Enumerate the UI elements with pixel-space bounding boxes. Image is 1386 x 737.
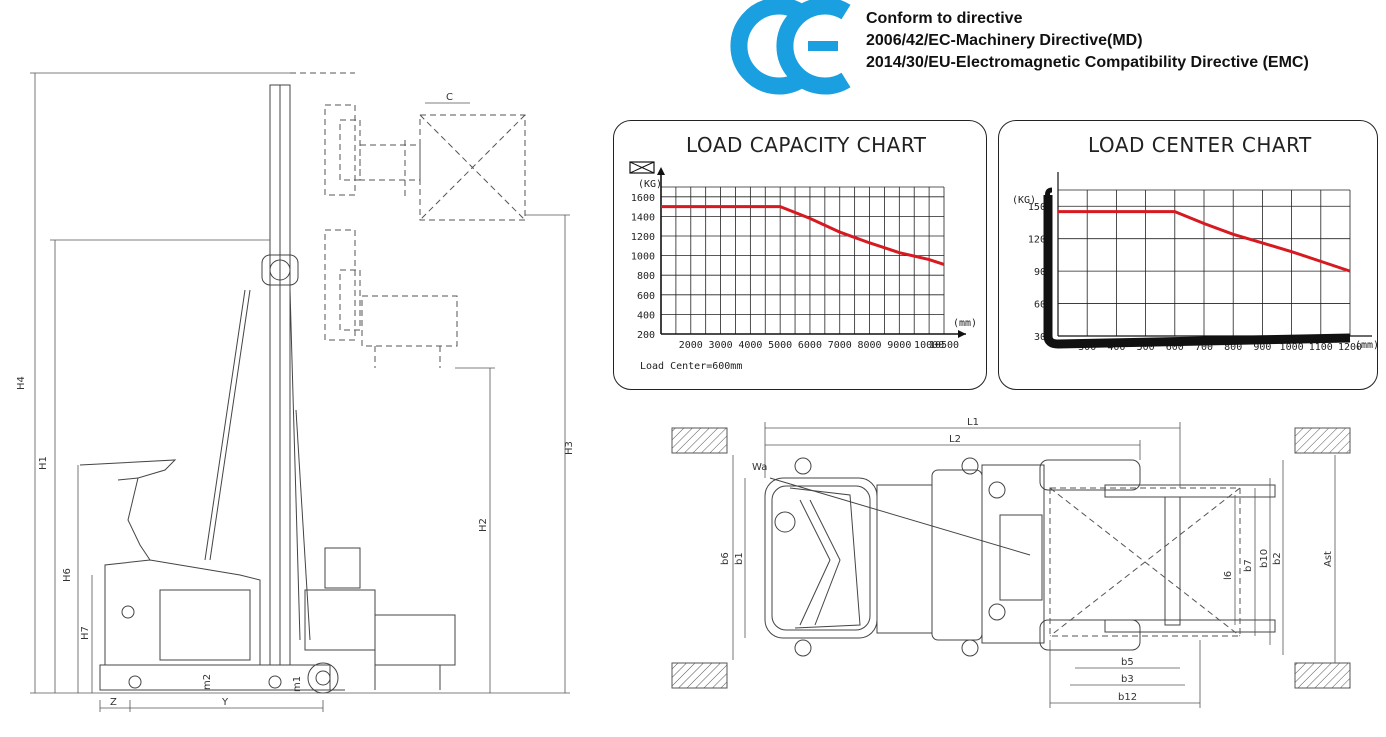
load-center-note: Load Center=600mm [640,361,742,372]
x-tick-label: 800 [1224,342,1242,353]
x-axis-label: (mm) [1355,340,1379,351]
dim-m2: m2 [202,674,213,690]
load-capacity-title: LOAD CAPACITY CHART [686,133,927,157]
dim-l2: L2 [949,434,961,445]
y-axis-label: (KG) [1012,195,1036,206]
wall-top-right [1294,427,1351,454]
capacity-curve [661,205,945,266]
x-tick-label: 10500 [929,340,959,351]
dim-b10: b10 [1259,549,1270,568]
x-tick-label: 7000 [828,340,852,351]
y-tick-label: 200 [637,330,655,341]
fork-tip [1045,187,1053,199]
load-box-icon [629,161,655,174]
cert-line-2: 2006/42/EC-Machinery Directive(MD) [866,32,1143,49]
y-axis-label: (KG) [638,179,662,190]
chart-grid [661,186,945,335]
dim-h4: H4 [16,376,27,390]
x-tick-label: 5000 [768,340,792,351]
dim-b1: b1 [734,552,745,565]
x-tick-label: 400 [1107,342,1125,353]
y-tick-label: 1600 [631,193,655,204]
capacity-curve [1058,210,1351,273]
dim-h1: H1 [38,456,49,470]
x-tick-label: 700 [1195,342,1213,353]
x-tick-label: 6000 [798,340,822,351]
x-tick-label: 1100 [1309,342,1333,353]
dim-l1: L1 [967,417,979,428]
dim-h6: H6 [62,568,73,582]
x-tick-label: 900 [1253,342,1271,353]
dim-z: Z [110,697,117,708]
x-axis-label: (mm) [953,318,977,329]
y-tick-label: 1200 [631,232,655,243]
dim-l6: l6 [1223,571,1234,580]
x-tick-label: 10000 [914,340,944,351]
dim-ast: Ast [1323,551,1334,567]
dim-c: C [446,92,453,103]
y-tick-label: 300 [1034,332,1052,343]
y-tick-label: 1400 [631,212,655,223]
x-tick-label: 2000 [679,340,703,351]
dim-y: Y [221,697,229,708]
dim-h2: H2 [478,518,489,532]
y-tick-label: 600 [1034,300,1052,311]
load-center-title: LOAD CENTER CHART [1088,133,1312,157]
dim-b2: b2 [1272,552,1283,565]
cert-line-3: 2014/30/EU-Electromagnetic Compatibility… [866,54,1309,71]
wall-top-left [671,427,728,454]
dim-b12: b12 [1118,692,1137,703]
dim-b6: b6 [720,552,731,565]
dim-h7: H7 [80,626,91,640]
y-tick-label: 900 [1034,267,1052,278]
y-axis-arrow [657,167,665,175]
y-tick-label: 400 [637,310,655,321]
y-tick-label: 1000 [631,252,655,263]
y-tick-label: 800 [637,271,655,282]
load-box-icon-diag [629,161,655,174]
x-axis-arrow [958,330,966,338]
x-tick-label: 3000 [709,340,733,351]
x-tick-label: 1200 [1338,342,1362,353]
wall-bottom-right [1294,662,1351,689]
certification-text: Conform to directive 2006/42/EC-Machiner… [866,8,1309,74]
cert-line-1: Conform to directive [866,10,1023,27]
dim-h3: H3 [564,441,575,455]
x-tick-label: 8000 [857,340,881,351]
x-tick-label: 600 [1166,342,1184,353]
dim-wa: Wa [752,462,767,473]
dim-m1: m1 [292,676,303,692]
wall-bottom-left [671,662,728,689]
load-capacity-panel [613,120,987,390]
x-tick-label: 500 [1137,342,1155,353]
dim-b7: b7 [1243,559,1254,572]
dim-b5: b5 [1121,657,1134,668]
dim-b3: b3 [1121,674,1134,685]
x-tick-label: 1000 [1280,342,1304,353]
fork-shape-axis [1043,195,1351,349]
y-tick-label: 600 [637,291,655,302]
x-tick-label: 4000 [738,340,762,351]
y-tick-label: 1500 [1028,202,1052,213]
x-tick-label: 9000 [887,340,911,351]
y-tick-label: 1200 [1028,235,1052,246]
